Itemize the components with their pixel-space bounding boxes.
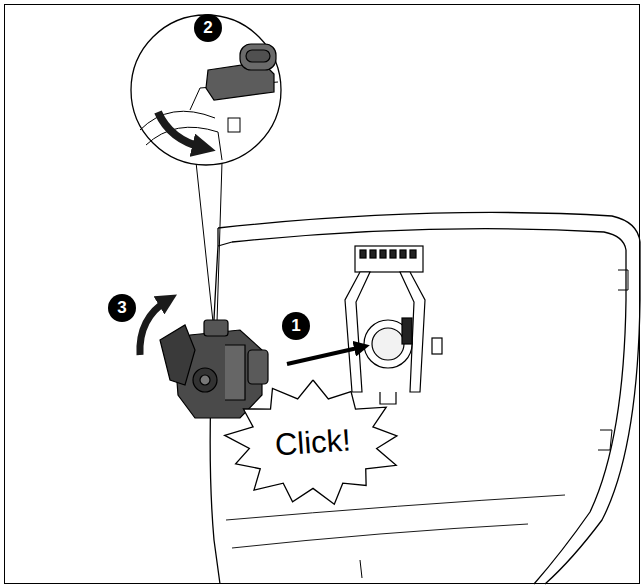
leader-line (196, 162, 213, 322)
tooth (400, 250, 406, 258)
magnifier-leader (196, 162, 222, 322)
valve-holder (345, 246, 442, 404)
holder-leg (345, 272, 370, 392)
frame (5, 5, 640, 584)
cap-knob-top (246, 50, 270, 62)
housing-tab (228, 118, 240, 132)
tooth (380, 250, 386, 258)
wall-tab (618, 270, 628, 290)
callout-number: 2 (194, 14, 222, 42)
wall-inner (534, 250, 626, 584)
rotation-arrow (158, 112, 204, 148)
starburst-path (225, 380, 397, 504)
valve-nozzle (248, 350, 268, 384)
inset-circle (131, 15, 281, 165)
leader-line (217, 162, 222, 322)
magnifier-inset (131, 15, 281, 165)
tooth (370, 250, 376, 258)
valve-socket-inner (372, 328, 404, 360)
callout-circles (108, 14, 310, 340)
callout-circle (282, 312, 310, 340)
holder-clip (432, 338, 442, 354)
valve-panel (225, 345, 245, 400)
tooth (410, 250, 416, 258)
valve-hub-center (200, 375, 210, 385)
wall-tab (598, 430, 612, 450)
tooth (390, 250, 396, 258)
holder-leg (400, 272, 425, 392)
rim-inner (232, 229, 626, 250)
floor-line (226, 495, 565, 520)
cap-knob (240, 44, 276, 70)
starburst-callout: Click! (222, 378, 404, 508)
holder-foot (380, 392, 396, 404)
valve-hub (193, 368, 217, 392)
tooth (360, 250, 366, 258)
holder-clip (402, 318, 412, 344)
valve-cap (204, 320, 228, 336)
holder-teeth (360, 250, 416, 258)
housing-line (218, 132, 222, 160)
container-shell (210, 212, 640, 584)
push-arrow (287, 347, 362, 364)
holder-plate (355, 246, 423, 272)
wall-mark (360, 560, 362, 578)
floor-line (232, 524, 528, 548)
valve-lever (160, 325, 195, 385)
valve-part (160, 320, 268, 418)
callout-circle (194, 14, 222, 42)
sound-word: Click! (274, 422, 352, 463)
rotation-arrow (140, 300, 168, 355)
housing-line (140, 111, 215, 130)
inset-cap (206, 44, 276, 100)
callout-number: 3 (108, 294, 136, 322)
callout-circle (108, 294, 136, 322)
rim-edge (218, 242, 232, 246)
callout-number: 1 (282, 312, 310, 340)
